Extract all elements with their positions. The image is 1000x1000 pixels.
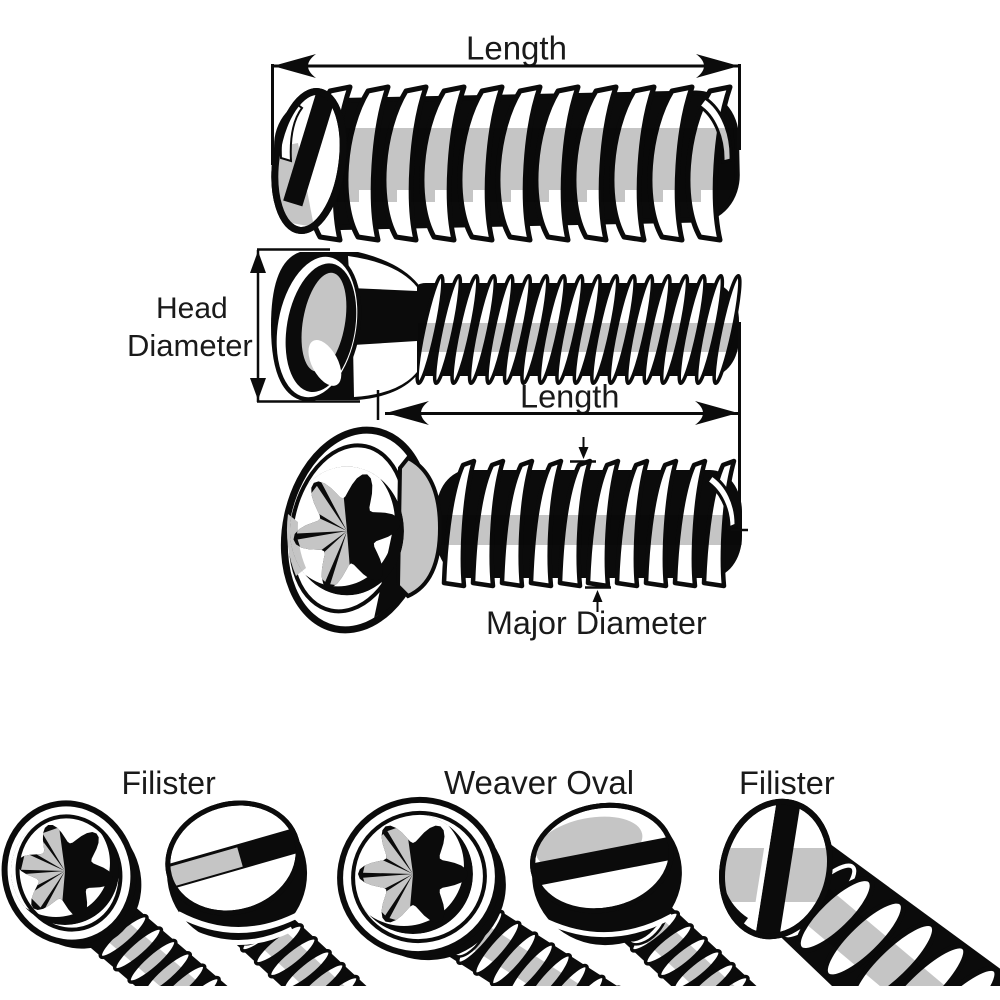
- svg-text:Length: Length: [520, 379, 619, 415]
- svg-text:Filister: Filister: [739, 765, 835, 801]
- svg-text:Weaver Oval: Weaver Oval: [444, 764, 634, 801]
- svg-text:Filister: Filister: [122, 765, 217, 801]
- svg-text:Length: Length: [466, 30, 567, 67]
- svg-text:Major Diameter: Major Diameter: [486, 605, 707, 641]
- svg-text:Head: Head: [156, 292, 228, 325]
- svg-text:Diameter: Diameter: [127, 328, 253, 363]
